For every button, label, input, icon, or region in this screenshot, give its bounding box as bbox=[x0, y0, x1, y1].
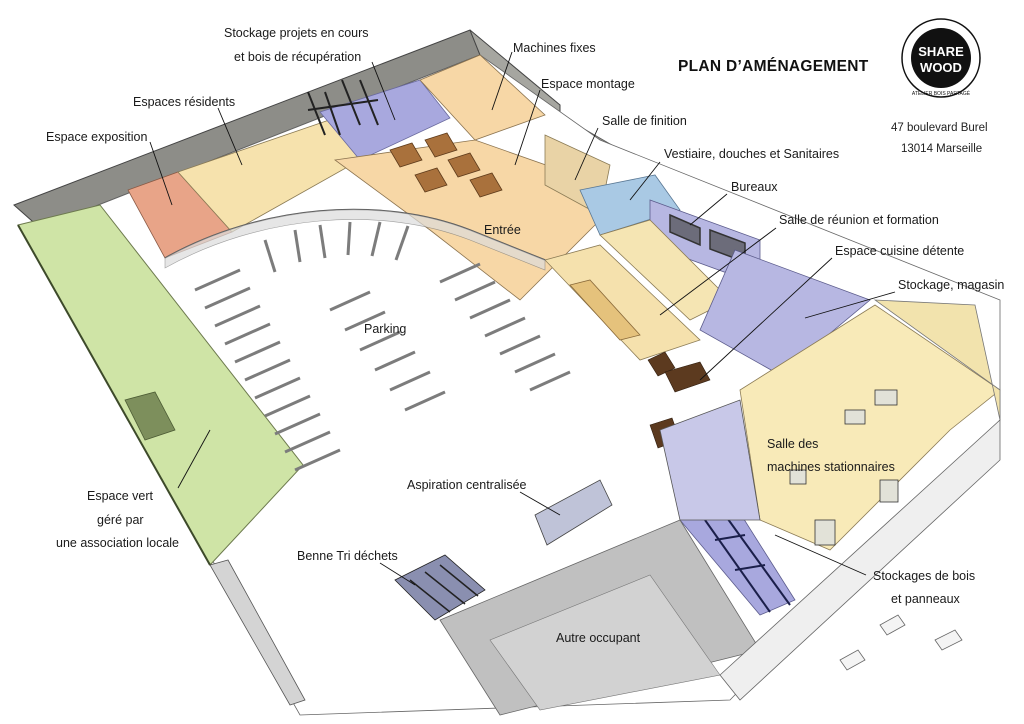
label-parking: Parking bbox=[364, 322, 407, 336]
address-street: 47 boulevard Burel bbox=[891, 122, 988, 134]
label-stockages-bois-line1: Stockages de bois bbox=[873, 569, 976, 583]
label-salle-machines-line1: Salle des bbox=[767, 437, 819, 451]
label-espaces-residents: Espaces résidents bbox=[133, 95, 236, 109]
label-salle-reunion: Salle de réunion et formation bbox=[779, 213, 939, 227]
stockage-projets-zone bbox=[319, 79, 451, 161]
autre-occupant-wall bbox=[719, 419, 1001, 701]
curved-facade-glass bbox=[164, 209, 546, 271]
benne-slots bbox=[409, 564, 479, 613]
sharewood-logo: SHARE WOOD ATELIER BOIS PARTAGÉ bbox=[901, 18, 981, 98]
storage-racks bbox=[307, 79, 379, 136]
label-espace-exposition: Espace exposition bbox=[46, 130, 148, 144]
vestiaire-zone bbox=[579, 174, 681, 236]
workbenches bbox=[389, 132, 503, 198]
green-space-fence bbox=[17, 224, 211, 566]
label-stockage-projets-line1: Stockage projets en cours bbox=[224, 26, 369, 40]
label-entree: Entrée bbox=[484, 223, 521, 237]
address-city: 13014 Marseille bbox=[901, 143, 983, 155]
label-salle-machines-line2: machines stationnaires bbox=[767, 460, 895, 474]
parking-stripes bbox=[194, 221, 571, 472]
logo-word-share: SHARE bbox=[918, 44, 964, 59]
label-salle-finition: Salle de finition bbox=[602, 114, 687, 128]
label-autre-occupant: Autre occupant bbox=[556, 631, 641, 645]
logo-inner-disc bbox=[911, 28, 971, 88]
label-stockage-magasin: Stockage, magasin bbox=[898, 278, 1005, 292]
label-bureaux: Bureaux bbox=[731, 180, 778, 194]
label-espace-vert-line1: Espace vert bbox=[87, 489, 154, 503]
label-aspiration: Aspiration centralisée bbox=[407, 478, 527, 492]
machines-fixes-zone bbox=[419, 54, 546, 141]
ramp-stair bbox=[209, 559, 306, 706]
roof-vents bbox=[839, 614, 963, 671]
label-espace-vert-line3: une association locale bbox=[56, 536, 179, 550]
label-espace-montage: Espace montage bbox=[541, 77, 635, 91]
logo-word-wood: WOOD bbox=[920, 60, 962, 75]
aspiration-units bbox=[534, 479, 613, 546]
label-stockage-projets-line2: et bois de récupération bbox=[234, 50, 362, 64]
label-stockages-bois-line2: et panneaux bbox=[891, 592, 960, 606]
aspiration-block bbox=[659, 399, 761, 521]
label-espace-cuisine: Espace cuisine détente bbox=[835, 244, 965, 258]
leader-lines bbox=[149, 51, 896, 586]
logo-ring-text: ATELIER BOIS PARTAGÉ bbox=[912, 90, 971, 97]
label-vestiaire: Vestiaire, douches et Sanitaires bbox=[664, 147, 840, 161]
stationary-machines bbox=[789, 389, 899, 546]
benne-dechets bbox=[394, 554, 486, 621]
page-title: PLAN D’AMÉNAGEMENT bbox=[678, 58, 869, 75]
wood-storage-racks bbox=[704, 514, 791, 613]
label-machines-fixes: Machines fixes bbox=[513, 41, 596, 55]
label-benne: Benne Tri déchets bbox=[297, 549, 398, 563]
label-espace-vert-line2: géré par bbox=[97, 513, 144, 527]
meeting-table bbox=[569, 279, 641, 341]
green-space-bench bbox=[124, 391, 176, 441]
